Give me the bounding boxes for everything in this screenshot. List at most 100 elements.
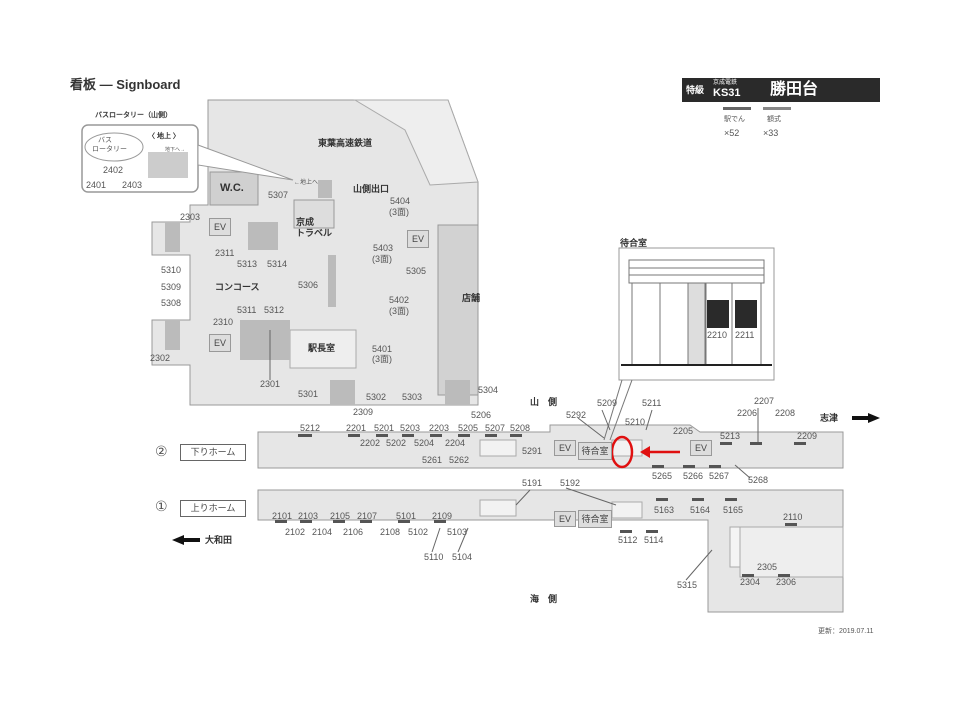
sign-5315: 5315 (677, 580, 698, 590)
sign-2306: 2306 (776, 577, 797, 587)
sign-5266: 5266 (683, 471, 704, 481)
sign-5312: 5312 (264, 305, 285, 315)
sign-2311: 2311 (215, 248, 235, 258)
sign-5301: 5301 (298, 389, 319, 399)
sign-5163: 5163 (654, 505, 675, 515)
sign-5104: 5104 (452, 552, 473, 562)
sign-2205: 2205 (673, 426, 694, 436)
type1-count: ×52 (724, 128, 740, 138)
elevator: EV (690, 440, 712, 456)
elevator: EV (554, 511, 576, 527)
elevator: EV (209, 218, 231, 236)
direction-shizu: 志津 (820, 413, 839, 423)
sign-2211: 2211 (735, 330, 755, 340)
sign-2302: 2302 (150, 353, 171, 363)
waiting-room: 待合室 (578, 510, 612, 528)
sign-2209: 2209 (797, 431, 818, 441)
sign-5311: 5311 (237, 305, 257, 315)
sign-2301: 2301 (260, 379, 281, 389)
sign-5110: 5110 (424, 552, 444, 562)
sign-5403: 5403 (373, 243, 394, 253)
sign-2101: 2101 (272, 511, 293, 521)
sign-5208: 5208 (510, 423, 531, 433)
sign-2109: 2109 (432, 511, 453, 521)
sign-5262: 5262 (449, 455, 470, 465)
sign-5192: 5192 (560, 478, 581, 488)
sign-5308: 5308 (161, 298, 182, 308)
sign-5267: 5267 (709, 471, 730, 481)
updated-date: 更新：2019.07.11 (818, 628, 874, 635)
sign-2208: 2208 (775, 408, 796, 418)
keisei-travel-1: 京成 (296, 217, 315, 227)
sign-2403: 2403 (122, 180, 143, 190)
sign-5265: 5265 (652, 471, 673, 481)
platform-1-label: 上りホーム (180, 500, 246, 517)
train-class: 特級 (686, 85, 705, 95)
sign-5202: 5202 (386, 438, 407, 448)
elevator: EV (209, 334, 231, 352)
sign-2108: 2108 (380, 527, 401, 537)
sign-2102: 2102 (285, 527, 306, 537)
sign-2201: 2201 (346, 423, 367, 433)
sea-side: 海 側 (530, 594, 558, 604)
sign-2107: 2107 (357, 511, 378, 521)
sign-2210: 2210 (707, 330, 728, 340)
sign-5302: 5302 (366, 392, 387, 402)
inset-caption: バスロータリー（山側） (95, 112, 172, 119)
three-face: (3面) (389, 306, 409, 316)
elevator: EV (554, 440, 576, 456)
sign-2305: 2305 (757, 562, 778, 572)
sign-5201: 5201 (374, 423, 395, 433)
to-under-label: 地下へ→ (165, 147, 186, 153)
sign-2105: 2105 (330, 511, 351, 521)
type1-label: 駅でん (724, 116, 745, 123)
sign-5102: 5102 (408, 527, 429, 537)
rotary-label: ロータリー (92, 146, 127, 153)
sign-5314: 5314 (267, 259, 288, 269)
sign-5211: 5211 (642, 398, 662, 408)
mountain-side: 山 側 (530, 397, 558, 407)
sign-2103: 2103 (298, 511, 319, 521)
sign-2304: 2304 (740, 577, 761, 587)
sign-5309: 5309 (161, 282, 182, 292)
three-face: (3面) (372, 354, 392, 364)
sign-5307: 5307 (268, 190, 289, 200)
sign-5404: 5404 (390, 196, 411, 206)
sign-2402: 2402 (103, 165, 124, 175)
platform-1-number: ① (155, 498, 168, 514)
sign-5261: 5261 (422, 455, 443, 465)
sign-5114: 5114 (644, 535, 664, 545)
wc-label: W.C. (220, 182, 244, 194)
yamagawa-exit: 山側出口 (353, 184, 390, 194)
sign-5401: 5401 (372, 344, 393, 354)
page-title: 看板 — Signboard (70, 77, 181, 92)
sign-5112: 5112 (618, 535, 638, 545)
sign-5402: 5402 (389, 295, 410, 305)
ground-label: 〈 地上 〉 (148, 133, 180, 140)
sign-2206: 2206 (737, 408, 758, 418)
sign-5268: 5268 (748, 475, 769, 485)
elevator: EV (407, 230, 429, 248)
sign-5207: 5207 (485, 423, 506, 433)
direction-owada: 大和田 (205, 535, 233, 545)
sign-2110: 2110 (783, 512, 803, 522)
sign-5191: 5191 (522, 478, 543, 488)
to-ground-label: ←地上へ (294, 180, 319, 186)
type2-label: 額式 (767, 116, 781, 123)
toyo-rapid-railway: 東葉高速鉄道 (318, 138, 373, 148)
stationmaster-office: 駅長室 (308, 343, 336, 353)
sign-2202: 2202 (360, 438, 381, 448)
keisei-travel-2: トラベル (296, 228, 333, 238)
sign-5313: 5313 (237, 259, 258, 269)
station-code: KS31 (713, 87, 741, 99)
sign-5212: 5212 (300, 423, 321, 433)
sign-5164: 5164 (690, 505, 711, 515)
sign-2309: 2309 (353, 407, 374, 417)
bus-label: バス (98, 137, 112, 144)
sign-5213: 5213 (720, 431, 741, 441)
sign-5204: 5204 (414, 438, 435, 448)
three-face: (3面) (372, 254, 392, 264)
sign-5203: 5203 (400, 423, 421, 433)
sign-5291: 5291 (522, 446, 543, 456)
